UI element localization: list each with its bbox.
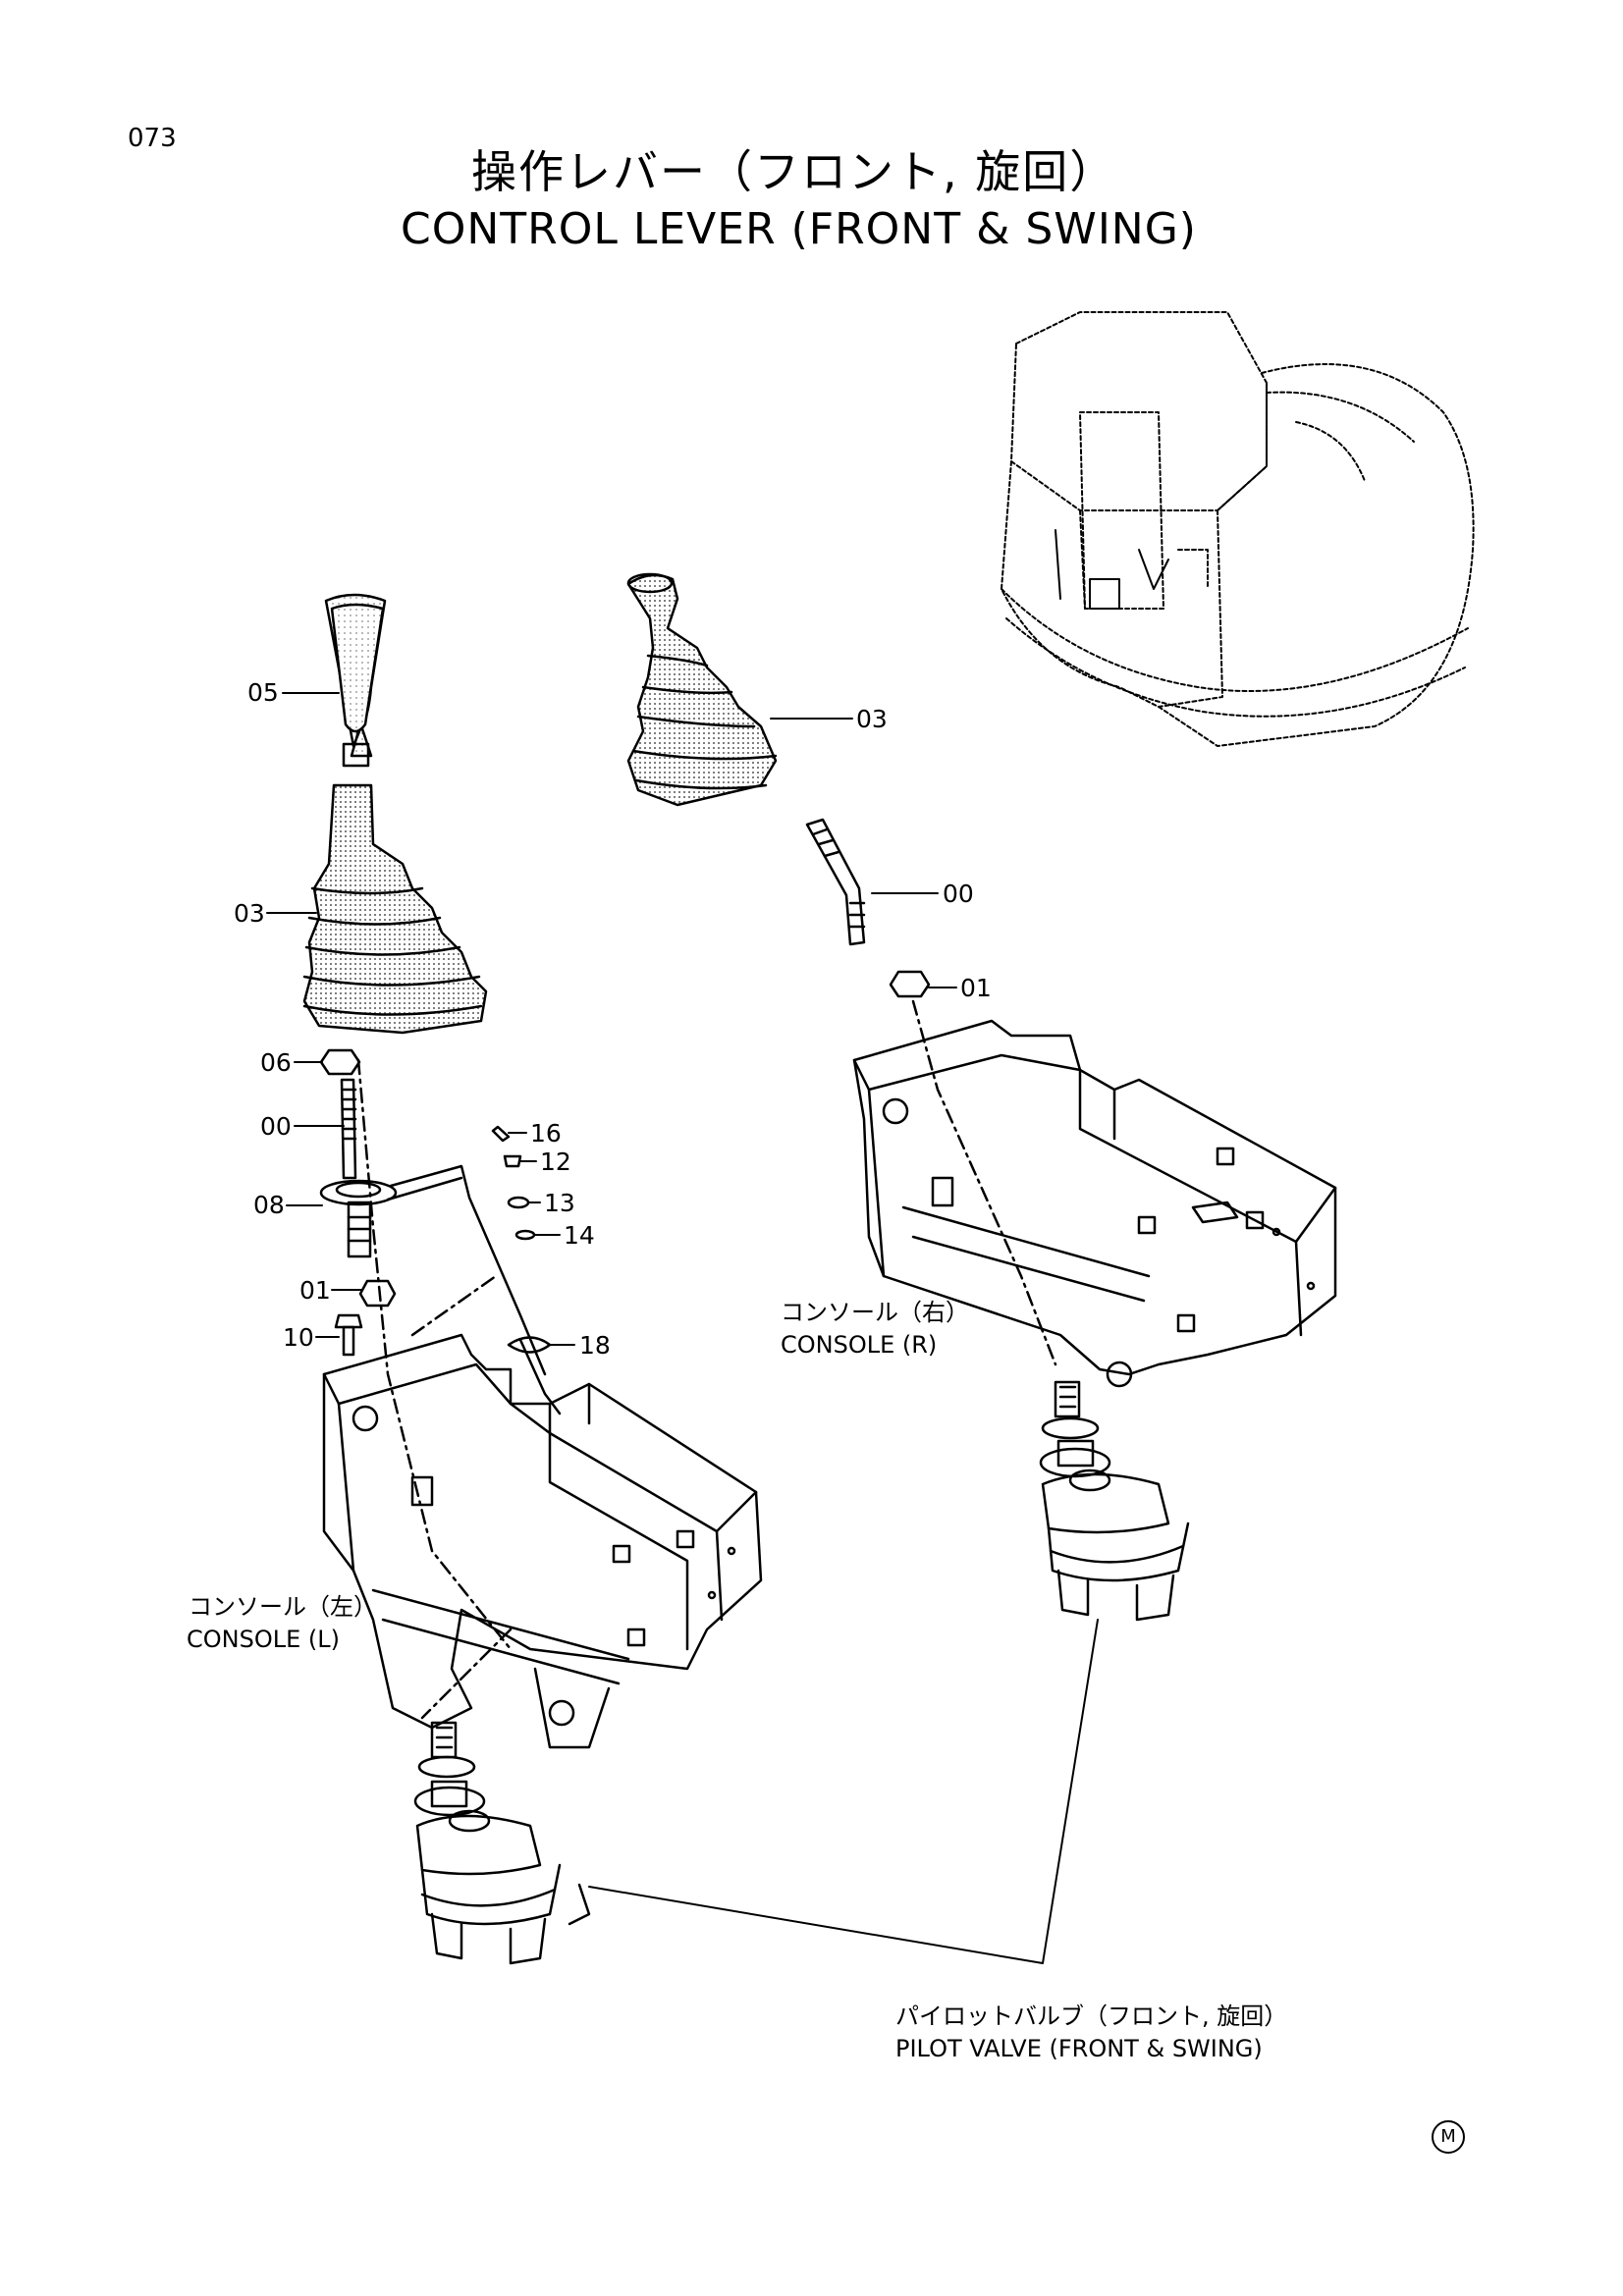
pilot-valve-caption-english: PILOT VALVE (FRONT & SWING) (895, 2035, 1263, 2062)
left-lever-assembly (302, 593, 763, 1965)
boot-03-right (626, 573, 778, 807)
page-number: 073 (128, 124, 177, 153)
callout-01-right: 01 (960, 974, 992, 1002)
manufacturer-mark-icon: M (1432, 2120, 1465, 2154)
callout-10: 10 (283, 1323, 314, 1352)
bolt-10 (334, 1313, 363, 1329)
right-lever-assembly (626, 572, 1337, 1622)
boot-03-left (302, 783, 488, 1035)
callout-08: 08 (253, 1191, 285, 1219)
lever-00-right (805, 818, 866, 946)
callout-03-left: 03 (234, 899, 265, 928)
washer-13 (507, 1196, 530, 1209)
bracket-08 (319, 1179, 398, 1206)
machine-overview-illustration (1001, 311, 1475, 747)
callout-00-right: 00 (943, 880, 974, 908)
console-right-caption-japanese: コンソール（右） (781, 1299, 969, 1326)
callout-13: 13 (544, 1189, 575, 1217)
console-left-frame (322, 1333, 763, 1730)
nut-06 (319, 1048, 361, 1076)
callout-06: 06 (260, 1048, 292, 1077)
pin-16 (491, 1125, 511, 1143)
lever-00-left (340, 1078, 357, 1180)
nut-01-left (358, 1279, 397, 1308)
callout-18: 18 (579, 1331, 611, 1360)
pilot-valve-caption-japanese: パイロットバルブ（フロント, 旋回） (895, 2002, 1288, 2030)
page-title-english: CONTROL LEVER (FRONT & SWING) (401, 204, 1197, 254)
callout-16: 16 (530, 1119, 562, 1148)
washer-14 (514, 1229, 536, 1241)
pilot-valve-left (413, 1721, 591, 1965)
callout-12: 12 (540, 1148, 571, 1176)
callout-14: 14 (564, 1221, 595, 1250)
console-left-caption-english: CONSOLE (L) (187, 1626, 340, 1653)
console-right-caption-english: CONSOLE (R) (781, 1331, 938, 1359)
callout-03-right: 03 (856, 705, 888, 733)
callout-leaders (266, 692, 1099, 1964)
callout-05: 05 (247, 678, 279, 707)
page-title-japanese: 操作レバー（フロント, 旋回） (471, 145, 1117, 198)
callout-00-left: 00 (260, 1112, 292, 1141)
pilot-valve-right (1039, 1380, 1190, 1622)
callout-01-left: 01 (299, 1276, 331, 1305)
console-left-caption-japanese: コンソール（左） (189, 1593, 377, 1621)
nut-01-right (889, 970, 931, 998)
screw-12 (503, 1154, 522, 1168)
